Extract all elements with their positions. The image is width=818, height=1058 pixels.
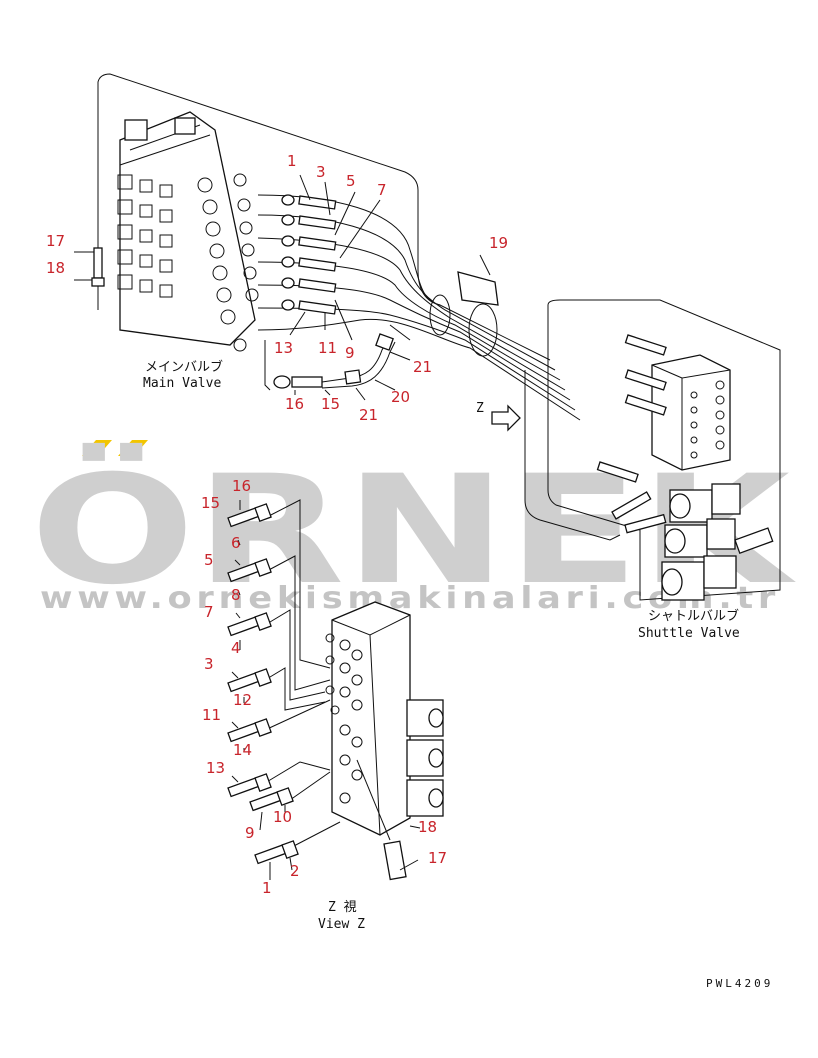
callout-21-lower: 21 [359, 406, 378, 424]
callout-5-view-z: 5 [204, 551, 214, 569]
view-z-jp-label: Z 視 [328, 900, 357, 915]
shuttle-valve-jp-label: シャトルバルブ [648, 608, 739, 624]
callout-15-view-z: 15 [201, 494, 220, 512]
view-z-connection-lines [264, 499, 391, 849]
umlaut-accent-right [118, 440, 148, 456]
callout-15-upper: 15 [321, 395, 340, 413]
callout-17: 17 [46, 232, 65, 250]
shuttle-valve-en-label: Shuttle Valve [638, 626, 740, 641]
shuttle-valve-body [596, 334, 774, 601]
view-z-arrow-label: Z [476, 401, 484, 416]
callout-12: 12 [233, 691, 252, 709]
umlaut-accent-left [82, 440, 112, 456]
callout-18-view-z: 18 [418, 818, 437, 836]
callout-2: 2 [290, 862, 300, 880]
callout-19: 19 [489, 234, 508, 252]
main-valve-en-label: Main Valve [143, 376, 221, 391]
callout-1: 1 [287, 152, 297, 170]
callout-8: 8 [231, 586, 241, 604]
view-z-arrow: Z [476, 401, 521, 432]
callout-18: 18 [46, 259, 65, 277]
bolt-17-main [74, 247, 105, 287]
callout-5: 5 [346, 172, 356, 190]
view-z-fittings [227, 503, 407, 881]
view-z-leader-lines [231, 500, 421, 880]
callout-1-view-z: 1 [262, 879, 272, 897]
callout-11: 11 [318, 339, 337, 357]
callout-11-view-z: 11 [202, 706, 221, 724]
shuttle-valve-outline [547, 299, 781, 601]
clamp-19 [429, 254, 499, 357]
callout-21-upper: 21 [413, 358, 432, 376]
callout-10: 10 [273, 808, 292, 826]
callout-4: 4 [231, 639, 241, 657]
main-valve-body [117, 111, 259, 352]
part-callouts: 1 3 5 7 17 18 19 13 11 9 21 16 15 21 20 … [46, 152, 508, 897]
main-valve-jp-label: メインバルブ [145, 359, 223, 375]
view-z-valve-block [325, 601, 444, 836]
callout-17-view-z: 17 [428, 849, 447, 867]
callout-3-view-z: 3 [204, 655, 214, 673]
callout-3: 3 [316, 163, 326, 181]
callout-14: 14 [233, 741, 252, 759]
callout-16-view-z: 16 [232, 477, 251, 495]
hose-15-assembly [264, 324, 411, 401]
callout-20: 20 [391, 388, 410, 406]
callout-7-view-z: 7 [204, 603, 214, 621]
callout-9-view-z: 9 [245, 824, 255, 842]
watermark-url: www.ornekismakinalari.com.tr [40, 581, 780, 616]
view-z-en-label: View Z [318, 917, 365, 932]
callout-16-upper: 16 [285, 395, 304, 413]
hose-loop-outline [524, 370, 621, 541]
hose-fittings-upper [281, 174, 381, 341]
callout-13-view-z: 13 [206, 759, 225, 777]
callout-6: 6 [231, 534, 241, 552]
callout-9: 9 [345, 344, 355, 362]
callout-13: 13 [274, 339, 293, 357]
drawing-code: PWL4209 [706, 977, 773, 990]
callout-7: 7 [377, 181, 387, 199]
